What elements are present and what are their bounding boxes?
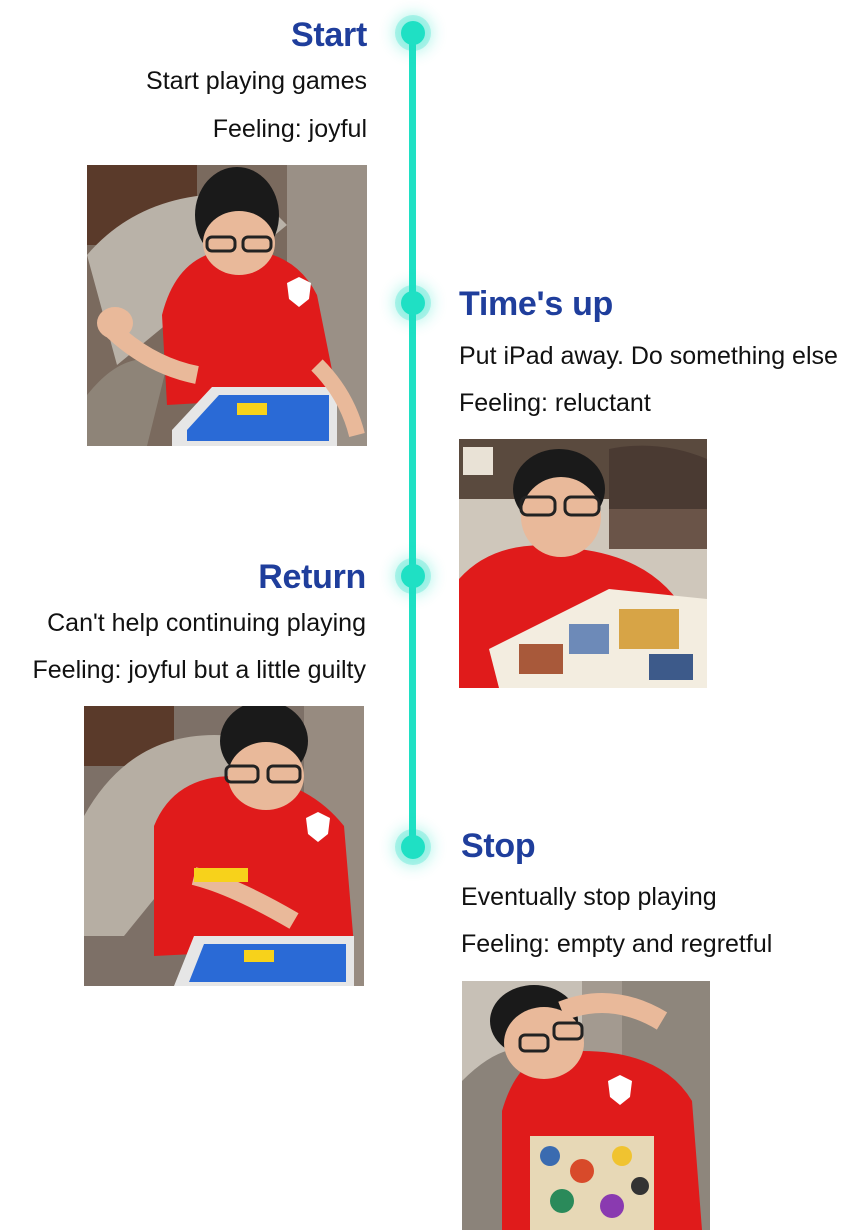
step-title-stop: Stop — [461, 827, 536, 865]
timeline-dot-return — [401, 564, 425, 588]
step-feeling-stop: Feeling: empty and regretful — [461, 930, 773, 958]
timeline-dot-stop — [401, 835, 425, 859]
step-title-start: Start — [291, 16, 367, 54]
boy-playing-tablet-again-photo — [84, 706, 364, 986]
timeline-line — [409, 33, 416, 847]
step-feeling-start: Feeling: joyful — [212, 115, 367, 143]
step-title-return: Return — [258, 558, 366, 596]
step-description-times-up: Put iPad away. Do something else — [459, 342, 838, 370]
step-description-return: Can't help continuing playing — [47, 609, 366, 637]
step-description-start: Start playing games — [146, 67, 367, 95]
step-feeling-return: Feeling: joyful but a little guilty — [32, 656, 366, 684]
boy-reading-comic-photo — [459, 439, 707, 688]
boy-regretful-photo — [462, 981, 710, 1230]
boy-playing-tablet-photo — [87, 165, 367, 446]
timeline-dot-times-up — [401, 291, 425, 315]
step-description-stop: Eventually stop playing — [461, 883, 717, 911]
timeline-dot-start — [401, 21, 425, 45]
step-title-times-up: Time's up — [459, 285, 614, 323]
step-feeling-times-up: Feeling: reluctant — [459, 389, 651, 417]
